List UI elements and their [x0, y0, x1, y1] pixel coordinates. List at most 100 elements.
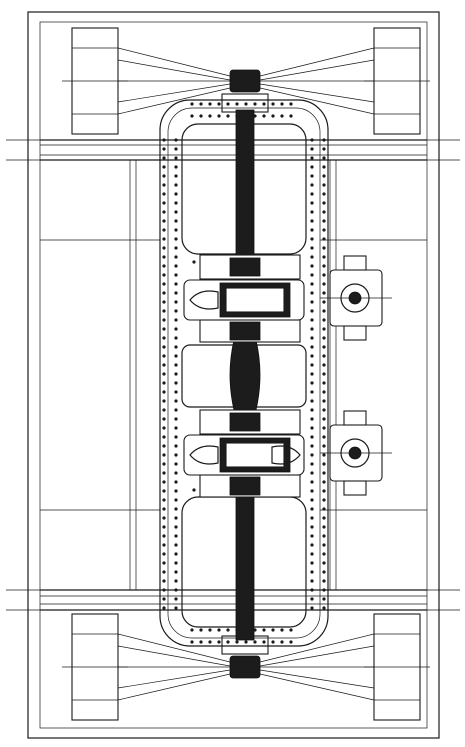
rivet	[310, 534, 314, 538]
rivet	[174, 534, 178, 538]
rivet	[162, 174, 166, 178]
rivet	[174, 210, 178, 214]
rivet	[322, 156, 326, 160]
rivet	[174, 372, 178, 376]
rivet	[322, 192, 326, 196]
rivet	[190, 102, 194, 106]
rivet	[162, 390, 166, 394]
rivet	[310, 300, 314, 304]
rivet	[162, 381, 166, 385]
rivet	[322, 354, 326, 358]
rivet	[162, 579, 166, 583]
rivet	[310, 255, 314, 259]
lower-crank-assembly	[183, 409, 305, 498]
rivet	[162, 291, 166, 295]
rivet	[322, 264, 326, 268]
rivet	[162, 417, 166, 421]
rivet	[174, 399, 178, 403]
rivet	[310, 246, 314, 250]
rivet	[310, 192, 314, 196]
rivet	[174, 570, 178, 574]
rivet	[174, 390, 178, 394]
rivet	[322, 273, 326, 277]
rivet	[310, 336, 314, 340]
rivet	[162, 552, 166, 556]
rivet	[322, 336, 326, 340]
rivet	[271, 640, 275, 644]
rivet	[174, 462, 178, 466]
rivet	[162, 336, 166, 340]
rivet	[322, 399, 326, 403]
rivet	[310, 444, 314, 448]
rivet	[162, 372, 166, 376]
rivet	[226, 114, 230, 118]
rivet	[310, 273, 314, 277]
inner-border	[39, 21, 428, 729]
rivet	[322, 561, 326, 565]
rivet	[322, 507, 326, 511]
rivet	[162, 246, 166, 250]
bottom-frame-rails	[6, 589, 460, 611]
rivet	[310, 543, 314, 547]
rivet	[310, 372, 314, 376]
rivet	[235, 102, 239, 106]
rivet	[174, 435, 178, 439]
rivet	[162, 273, 166, 277]
rivet	[162, 453, 166, 457]
rivet	[162, 606, 166, 610]
rivet	[162, 354, 166, 358]
rivet	[208, 102, 212, 106]
rivet	[322, 606, 326, 610]
rivet	[271, 628, 275, 632]
rivet	[174, 489, 178, 493]
rivet	[162, 138, 166, 142]
rivet	[322, 534, 326, 538]
rivet	[174, 264, 178, 268]
rivet	[310, 201, 314, 205]
rivet	[174, 381, 178, 385]
rivet	[208, 628, 212, 632]
rivet	[162, 309, 166, 313]
rivet	[162, 525, 166, 529]
rivet	[174, 201, 178, 205]
rivet	[310, 525, 314, 529]
rivet	[322, 462, 326, 466]
rivet	[162, 507, 166, 511]
rivet	[199, 628, 203, 632]
rivet	[322, 237, 326, 241]
rivet	[310, 435, 314, 439]
rivet	[174, 498, 178, 502]
rivet	[162, 570, 166, 574]
rivet	[174, 579, 178, 583]
rivet	[322, 147, 326, 151]
rivet	[262, 640, 266, 644]
rivet	[310, 183, 314, 187]
rivet	[310, 318, 314, 322]
rivet	[322, 165, 326, 169]
rivet	[174, 219, 178, 223]
frame-rivets	[162, 102, 326, 644]
bottom-wheel-spokes	[117, 633, 375, 701]
rivet	[174, 453, 178, 457]
rivet	[322, 543, 326, 547]
rivet	[322, 345, 326, 349]
rivet	[322, 435, 326, 439]
rivet	[174, 408, 178, 412]
rivet	[174, 363, 178, 367]
rivet	[174, 354, 178, 358]
rivet	[174, 309, 178, 313]
rivet	[310, 561, 314, 565]
rivet	[217, 102, 221, 106]
rivet	[174, 174, 178, 178]
rivet	[174, 561, 178, 565]
rivet	[174, 273, 178, 277]
rivet	[162, 399, 166, 403]
rivet	[174, 147, 178, 151]
rivet	[310, 453, 314, 457]
rivet	[322, 381, 326, 385]
rivet	[162, 156, 166, 160]
rivet	[162, 264, 166, 268]
rivet	[322, 408, 326, 412]
rivet	[280, 640, 284, 644]
